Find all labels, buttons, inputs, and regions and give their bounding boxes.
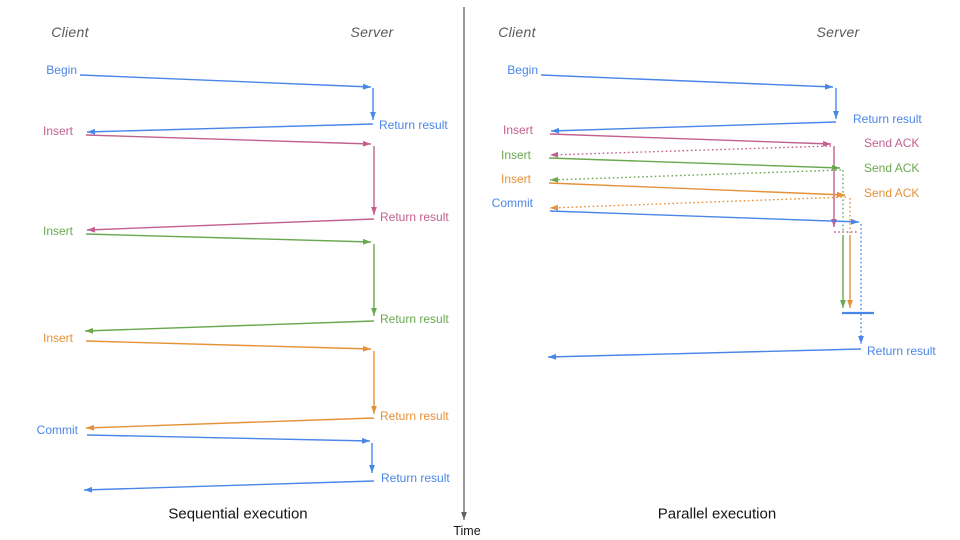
- message-label: Return result: [867, 344, 936, 358]
- message-label: Commit: [492, 196, 534, 210]
- sequential-client-header: Client: [51, 24, 89, 40]
- message-line: [86, 218, 375, 231]
- arrowhead: [836, 191, 845, 198]
- message-label: Return result: [379, 118, 448, 132]
- arrowhead: [361, 437, 370, 444]
- message-label: Return result: [381, 471, 450, 485]
- message-line: [548, 157, 841, 169]
- arrowhead: [362, 83, 371, 90]
- arrowhead: [831, 219, 837, 227]
- message-label: Begin: [507, 63, 538, 77]
- message-label: Send ACK: [864, 186, 919, 200]
- arrowhead: [362, 238, 371, 245]
- message-line: [86, 434, 371, 442]
- message-label: Insert: [501, 148, 532, 162]
- arrowhead: [840, 300, 846, 308]
- message-line: [79, 74, 372, 88]
- message-line: [85, 417, 375, 429]
- message-line: [84, 320, 375, 332]
- sequential-execution-caption: Sequential execution: [168, 505, 308, 523]
- arrowhead: [551, 127, 560, 134]
- arrowhead: [850, 218, 859, 225]
- message-line: [548, 182, 846, 196]
- message-line: [549, 133, 832, 145]
- arrowhead: [369, 465, 375, 473]
- arrowhead: [824, 83, 833, 90]
- message-label: Return result: [380, 312, 449, 326]
- message-label: Insert: [503, 123, 534, 137]
- message-line-dotted: [549, 169, 842, 181]
- parallel-client-header: Client: [498, 24, 536, 40]
- arrowhead: [831, 164, 840, 171]
- message-label: Insert: [43, 331, 74, 345]
- arrowhead: [822, 140, 831, 147]
- message-label: Return result: [380, 409, 449, 423]
- arrowhead: [370, 112, 376, 120]
- arrowhead: [362, 140, 371, 147]
- parallel-server-header: Server: [816, 24, 860, 40]
- arrowhead: [85, 327, 94, 334]
- sequential-server-header: Server: [350, 24, 394, 40]
- arrowhead: [362, 345, 371, 352]
- arrowhead: [550, 151, 559, 158]
- arrowhead: [371, 406, 377, 414]
- arrowhead: [461, 512, 467, 520]
- arrowhead: [371, 308, 377, 316]
- message-line-dotted: [549, 196, 847, 209]
- message-label: Send ACK: [864, 136, 919, 150]
- message-label: Send ACK: [864, 161, 919, 175]
- message-line: [86, 123, 374, 133]
- message-label: Commit: [37, 423, 79, 437]
- parallel-execution-caption: Parallel execution: [657, 505, 777, 523]
- message-label: Insert: [43, 124, 74, 138]
- message-label: Insert: [501, 172, 532, 186]
- time-axis-label: Time: [453, 524, 481, 538]
- arrowhead: [548, 353, 557, 360]
- message-line: [83, 480, 375, 491]
- arrowhead: [87, 128, 96, 135]
- message-label: Insert: [43, 224, 74, 238]
- message-line: [550, 121, 837, 132]
- arrowhead: [550, 176, 559, 183]
- arrowhead: [84, 486, 93, 493]
- message-line: [85, 233, 372, 243]
- message-line: [85, 134, 372, 145]
- message-label: Begin: [46, 63, 77, 77]
- arrowhead: [550, 204, 559, 211]
- arrowhead: [86, 424, 95, 431]
- message-line: [547, 348, 862, 358]
- arrowhead: [847, 300, 853, 308]
- arrowhead: [371, 207, 377, 215]
- message-label: Return result: [380, 210, 449, 224]
- message-line: [85, 340, 372, 350]
- arrowhead: [858, 336, 864, 344]
- message-label: Return result: [853, 112, 922, 126]
- arrowhead: [87, 226, 96, 233]
- arrowhead: [833, 111, 839, 119]
- message-line-dotted: [549, 145, 832, 156]
- message-line: [540, 74, 834, 88]
- message-line: [549, 210, 860, 223]
